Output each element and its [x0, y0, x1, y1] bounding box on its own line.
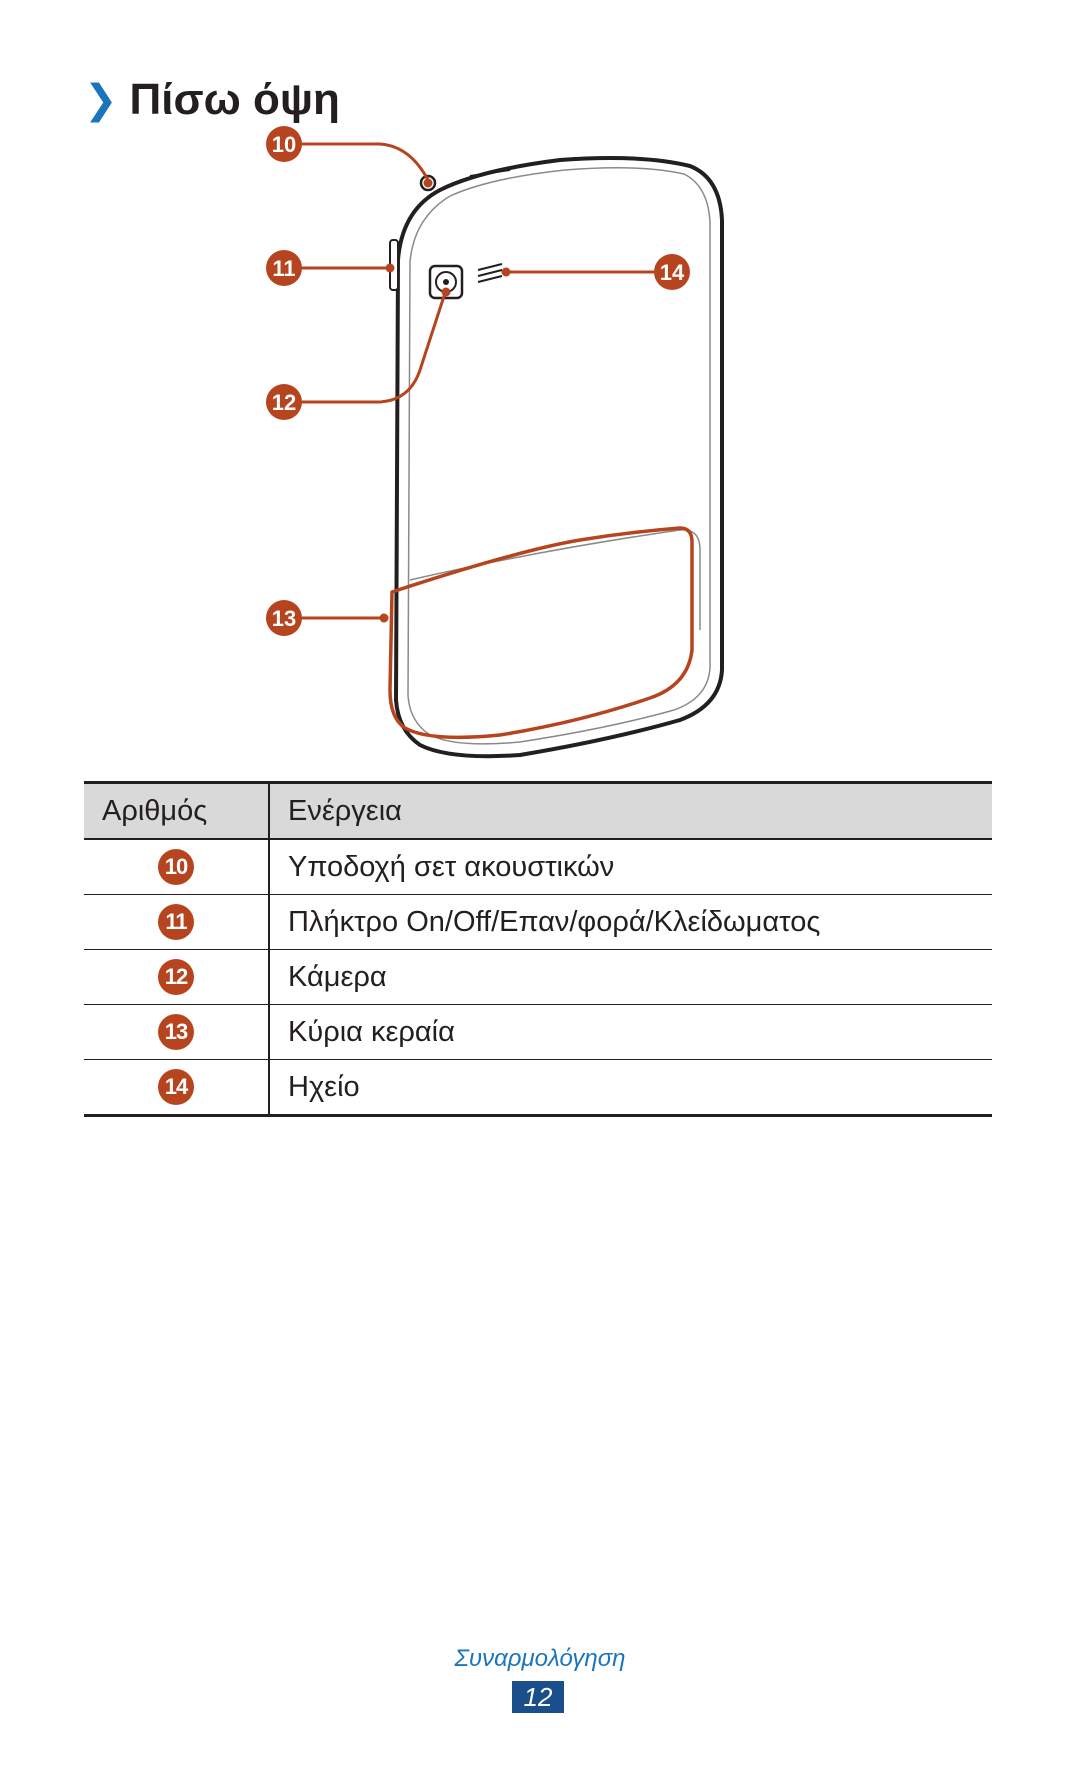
callout-14-label: 14 [660, 260, 685, 285]
page-number: 12 [512, 1681, 564, 1713]
callout-14: 14 [654, 254, 690, 290]
table-row: 11 Πλήκτρο On/Off/Επαν/φορά/Κλείδωματος [84, 894, 992, 950]
callout-10: 10 [266, 126, 302, 162]
callout-12: 12 [266, 384, 302, 420]
callout-10-label: 10 [272, 132, 296, 157]
phone-body [393, 156, 724, 759]
table-header-row: Αριθμός Ενέργεια [84, 781, 992, 840]
page-title: Πίσω όψη [129, 75, 340, 124]
table-row: 12 Κάμερα [84, 949, 992, 1005]
antenna-highlight [388, 526, 694, 740]
table-cell-label: Ηχείο [269, 1059, 992, 1117]
table-cell-label: Κύρια κεραία [269, 1004, 992, 1060]
callout-12-label: 12 [272, 390, 296, 415]
column-header-function: Ενέργεια [269, 781, 992, 840]
table-row: 10 Υποδοχή σετ ακουστικών [84, 839, 992, 895]
table-cell-label: Πλήκτρο On/Off/Επαν/φορά/Κλείδωματος [269, 894, 992, 950]
section-heading: ❯ Πίσω όψη [84, 78, 340, 122]
chevron-right-icon: ❯ [84, 78, 118, 122]
parts-table: Αριθμός Ενέργεια 10 Υποδοχή σετ ακουστικ… [84, 781, 992, 1117]
table-cell-label: Κάμερα [269, 949, 992, 1005]
callout-badge: 12 [158, 959, 194, 995]
callout-badge: 10 [158, 849, 194, 885]
footer-section-name: Συναρμολόγηση [454, 1645, 626, 1672]
callout-11: 11 [266, 250, 302, 286]
column-header-number: Αριθμός [84, 781, 270, 840]
callout-badge: 14 [158, 1069, 194, 1105]
table-cell-label: Υποδοχή σετ ακουστικών [269, 839, 992, 895]
table-row: 13 Κύρια κεραία [84, 1004, 992, 1060]
callout-13-label: 13 [272, 606, 296, 631]
callout-11-label: 11 [272, 256, 295, 281]
speaker-grille-shape [477, 263, 503, 283]
table-row: 14 Ηχείο [84, 1059, 992, 1117]
callout-badge: 13 [158, 1014, 194, 1050]
callout-badge: 11 [158, 904, 194, 940]
phone-back-diagram: 10 11 12 13 14 [266, 126, 800, 770]
callout-13: 13 [266, 600, 302, 636]
